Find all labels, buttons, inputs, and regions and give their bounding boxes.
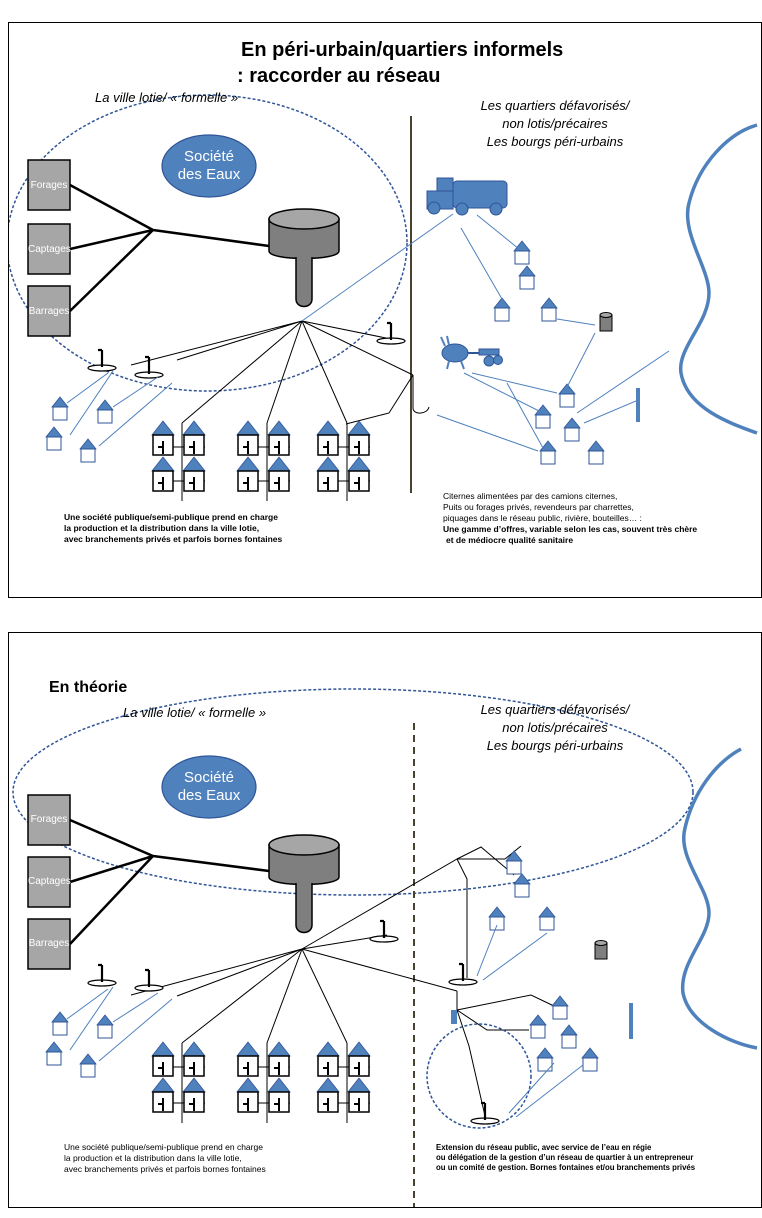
company-label-line-1: Société [183,148,235,165]
captages-label: Captages [28,876,71,887]
left-caption-line-3: avec branchements privés et parfois born… [64,534,283,544]
well-icon [629,1003,633,1039]
formal-city-ellipse [9,94,408,392]
informal-label-line-3: Les bourgs péri-urbains [486,134,624,149]
left-caption-line-1: Une société publique/semi-publique prend… [64,512,278,522]
supply-arrows [301,213,670,452]
informal-label-line-2: non lotis/précaires [502,116,608,131]
left-caption-line-2: la production et la distribution dans la… [64,1153,242,1163]
right-caption-line-3: ou un comité de gestion. Bornes fontaine… [436,1163,696,1172]
neighborhood-arrows [476,924,584,1118]
slide2-title: En théorie [49,679,128,696]
left-caption-line-3: avec branchements privés et parfois born… [64,1164,266,1174]
standpipe-1 [86,963,118,988]
private-connection-houses [151,1041,371,1113]
standpipe-1 [86,348,118,373]
company-label-line-2: des Eaux [177,166,241,183]
right-caption-line-3: piquages dans le réseau public, rivière,… [443,513,642,523]
tanker-truck-icon [426,177,508,216]
right-caption-line-1: Extension du réseau public, avec service… [436,1143,652,1152]
barrages-label: Barrages [28,306,70,317]
standpipe-3 [368,919,400,944]
standpipe-user-houses [45,396,114,463]
left-caption-line-1: Une société publique/semi-publique prend… [64,1142,263,1152]
title-line-1: En péri-urbain/quartiers informels [241,39,564,61]
standpipe-user-arrows [66,370,173,447]
right-caption-line-2: ou délégation de la gestion d’un réseau … [436,1153,694,1162]
informal-label-line-1: Les quartiers défavorisés/ [480,702,630,717]
right-caption-line-2: Puits ou forages privés, revendeurs par … [443,502,634,512]
distribution-network [130,845,555,1123]
neighborhood-network-circle [426,1023,532,1129]
slide2-right-caption: Extension du réseau public, avec service… [436,1143,756,1173]
standpipe-4 [447,962,479,987]
captages-box [27,856,71,908]
barrages-box [27,285,71,337]
informal-areas-label: Les quartiers défavorisés/ non lotis/pré… [455,97,655,151]
slide1-diagram [9,94,758,501]
company-label: Société des Eaux [162,148,256,184]
captages-label: Captages [28,244,71,255]
water-tower [268,834,340,934]
company-label-line-2: des Eaux [177,787,241,804]
company-label: Société des Eaux [162,769,256,805]
informal-label-line-1: Les quartiers défavorisés/ [480,98,630,113]
informal-houses [493,240,605,465]
barrages-box [27,918,71,970]
company-ellipse [161,134,257,198]
right-caption-line-1: Citernes alimentées par des camions cite… [443,491,618,501]
barrages-label: Barrages [28,938,70,949]
slide1-title: En péri-urbain/quartiers informels : rac… [237,37,641,89]
water-tower [268,208,340,308]
standpipe-user-houses [45,1011,114,1078]
slide2-left-caption: Une société publique/semi-publique prend… [64,1142,354,1175]
forages-box [27,159,71,211]
standpipe-user-arrows [66,986,173,1062]
valve-icon [451,1010,457,1024]
formal-city-label: La ville lotie/ « formelle » [95,90,239,105]
informal-areas-label: Les quartiers défavorisés/ non lotis/pré… [455,701,655,755]
right-caption-line-5: et de médiocre qualité sanitaire [446,535,574,545]
slide2-diagram [12,688,758,1207]
left-caption-line-2: la production et la distribution dans la… [64,523,260,533]
slide-in-theory: En théorie La ville lotie/ « formelle » … [8,632,762,1208]
formal-city-label: La ville lotie/ « formelle » [123,705,267,720]
storage-tank-icon [594,940,608,960]
forages-label: Forages [30,180,68,191]
title-line-2: : raccorder au réseau [237,65,441,87]
slide1-right-caption: Citernes alimentées par des camions cite… [443,491,753,546]
source-pipes [69,183,270,312]
well-icon [636,388,640,422]
informal-label-line-2: non lotis/précaires [502,720,608,735]
informal-label-line-3: Les bourgs péri-urbains [486,738,624,753]
forages-label: Forages [30,814,68,825]
distribution-network [130,320,430,501]
extended-city-ellipse [12,688,694,896]
storage-tank-icon [599,312,613,332]
source-pipes [69,818,270,945]
company-label-line-1: Société [183,769,235,786]
slide-informal-settlements: En péri-urbain/quartiers informels : rac… [8,22,762,598]
right-caption-line-4: Une gamme d’offres, variable selon les c… [443,524,698,534]
cart-icon [440,335,503,370]
standpipe-3 [375,321,407,346]
company-ellipse [161,755,257,819]
river [681,747,758,1050]
standpipe-2 [133,355,165,380]
standpipe-2 [133,968,165,993]
river [679,123,758,435]
slide1-left-caption: Une société publique/semi-publique prend… [64,512,354,545]
standpipe-5 [469,1101,501,1126]
